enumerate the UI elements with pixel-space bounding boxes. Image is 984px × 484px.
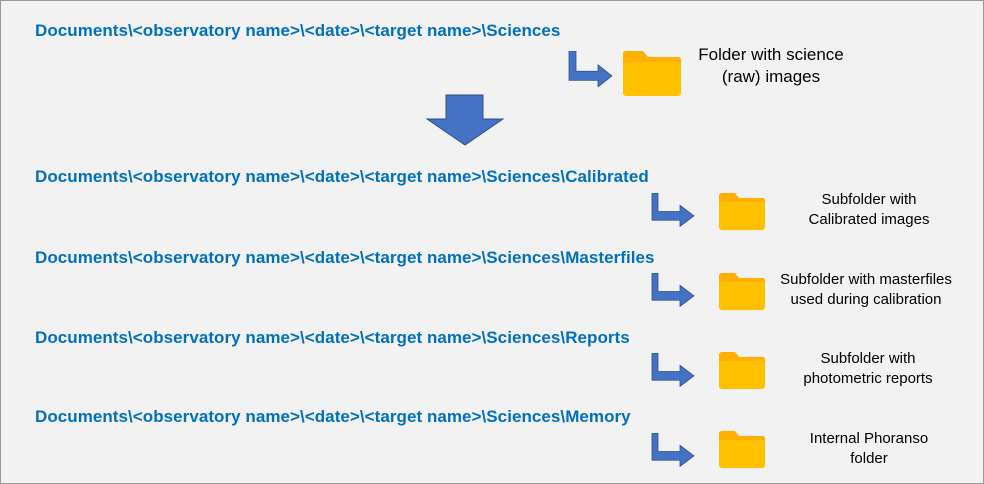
masterfiles-path-label: Documents\<observatory name>\<date>\<tar… bbox=[35, 248, 655, 267]
reports-description: Subfolder with photometric reports bbox=[758, 349, 978, 388]
masterfiles-description: Subfolder with masterfiles used during c… bbox=[756, 270, 976, 309]
calibrated-description-line-1: Subfolder with bbox=[821, 191, 917, 208]
elbow-arrow-icon bbox=[568, 51, 613, 87]
masterfiles-description-line-2: used during calibration bbox=[790, 290, 942, 308]
folder-icon bbox=[623, 51, 681, 96]
elbow-arrow-icon bbox=[651, 353, 695, 387]
masterfiles-description-line-1: Subfolder with masterfiles bbox=[780, 271, 952, 288]
reports-path-label: Documents\<observatory name>\<date>\<tar… bbox=[35, 328, 630, 347]
reports-description-line-1: Subfolder with bbox=[820, 350, 916, 367]
source-description-line-2: (raw) images bbox=[721, 67, 821, 87]
down-arrow-icon bbox=[425, 94, 505, 146]
memory-description: Internal Phoranso folder bbox=[759, 429, 979, 468]
folder-icon bbox=[719, 431, 765, 468]
source-path-label: Documents\<observatory name>\<date>\<tar… bbox=[35, 21, 561, 40]
elbow-arrow-icon bbox=[651, 433, 695, 467]
folder-icon bbox=[719, 273, 765, 310]
elbow-arrow-icon bbox=[651, 273, 695, 307]
memory-description-line-2: folder bbox=[850, 449, 888, 467]
calibrated-description-line-2: Calibrated images bbox=[808, 210, 930, 228]
calibrated-description: Subfolder with Calibrated images bbox=[759, 190, 979, 229]
reports-description-line-2: photometric reports bbox=[803, 369, 933, 387]
calibrated-path-label: Documents\<observatory name>\<date>\<tar… bbox=[35, 167, 649, 186]
memory-path-label: Documents\<observatory name>\<date>\<tar… bbox=[35, 407, 631, 426]
folder-icon bbox=[719, 352, 765, 389]
source-description-line-1: Folder with science bbox=[698, 45, 844, 64]
folder-icon bbox=[719, 193, 765, 230]
elbow-arrow-icon bbox=[651, 193, 695, 227]
source-description: Folder with science (raw) images bbox=[671, 44, 871, 88]
memory-description-line-1: Internal Phoranso bbox=[809, 430, 929, 447]
